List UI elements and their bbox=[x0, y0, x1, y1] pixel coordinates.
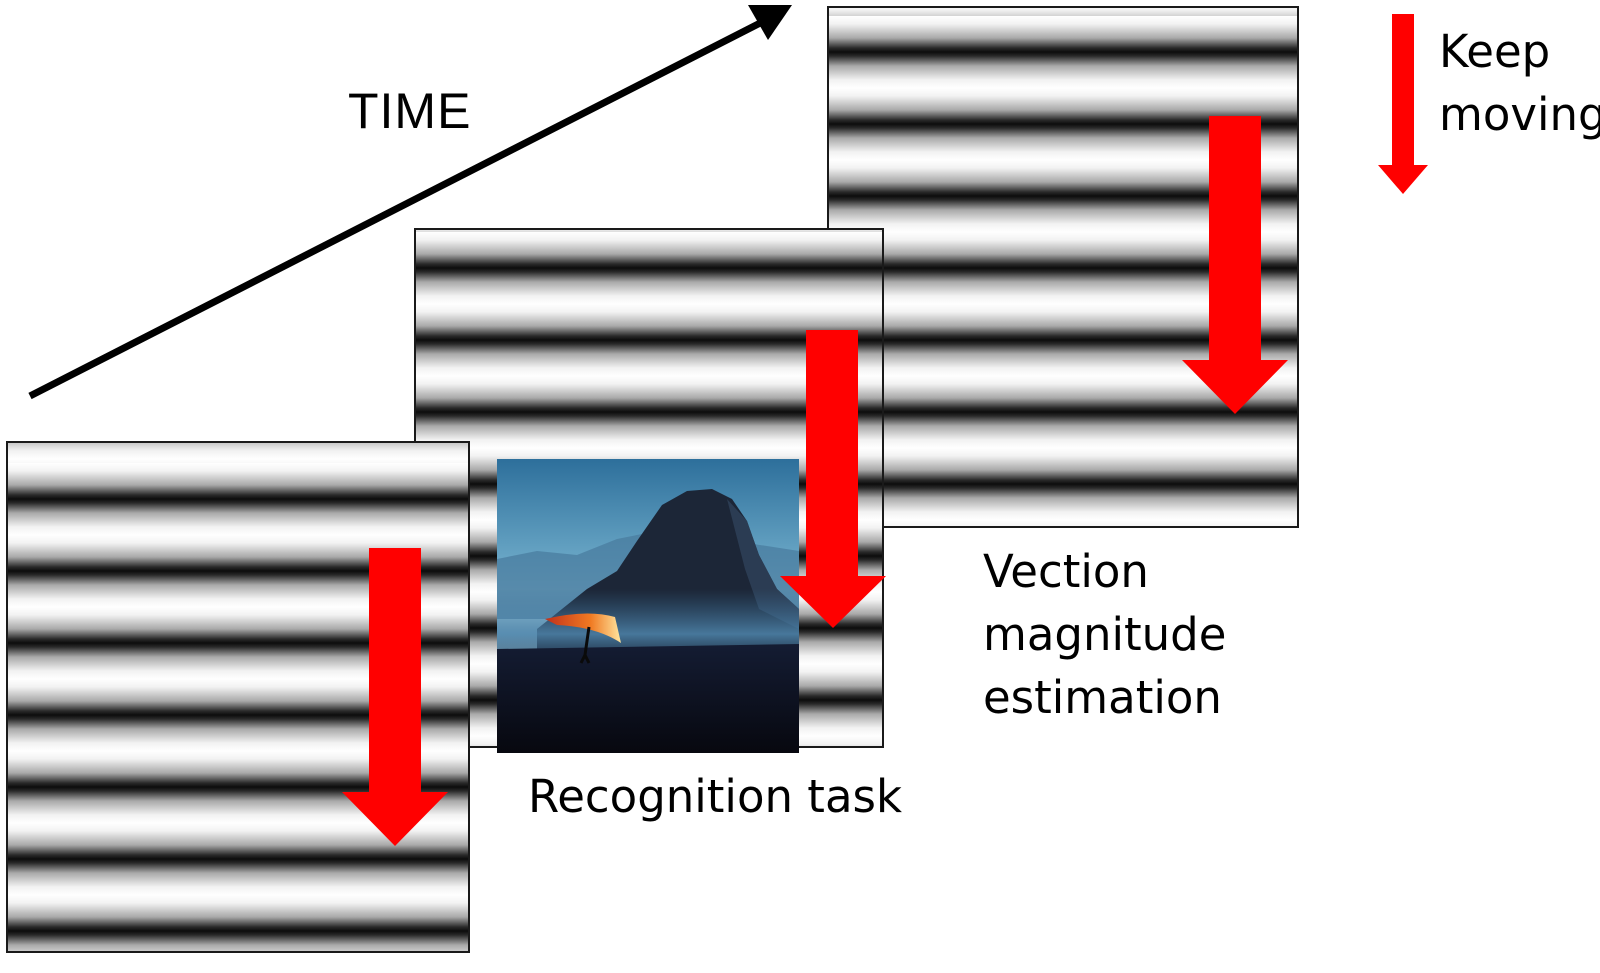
recognition-task-label: Recognition task bbox=[528, 770, 903, 823]
label-line: Keep bbox=[1439, 25, 1551, 78]
label-line: estimation bbox=[983, 671, 1222, 724]
label-line: Vection bbox=[983, 545, 1149, 598]
grating-panel-3 bbox=[827, 6, 1299, 528]
recognition-scene-image bbox=[497, 459, 799, 753]
grating-panel-1 bbox=[6, 441, 470, 953]
legend-arrow-down-icon bbox=[1378, 14, 1428, 194]
label-line: moving bbox=[1439, 88, 1600, 141]
time-label: TIME bbox=[348, 83, 472, 139]
label-line: magnitude bbox=[983, 608, 1227, 661]
keep-moving-legend-label: Keep moving bbox=[1439, 20, 1600, 146]
vection-magnitude-estimation-label: Vection magnitude estimation bbox=[983, 540, 1226, 729]
